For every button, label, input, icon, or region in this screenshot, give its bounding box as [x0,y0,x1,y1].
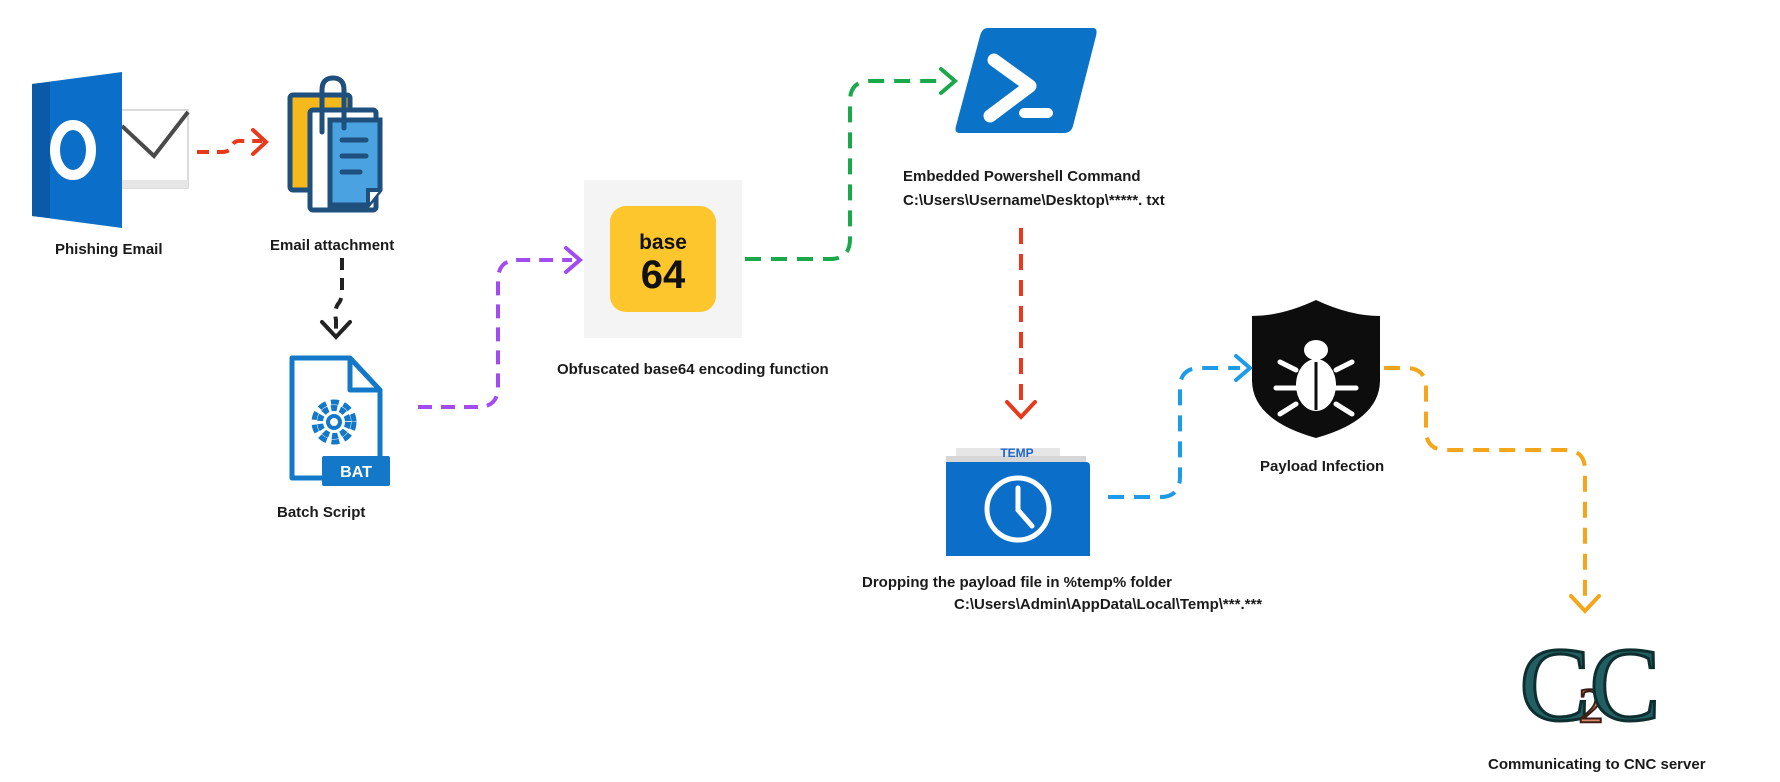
powershell-icon [955,28,1097,133]
label-batch-script: Batch Script [277,504,366,521]
label-payload-infection: Payload Infection [1260,458,1385,475]
paperclip-documents-icon [287,75,383,213]
arrow-temp-to-payload [1108,354,1254,499]
temp-folder-icon: TEMP [946,446,1090,556]
label-phishing-email: Phishing Email [55,241,163,258]
c2c-letter-3: C [1590,626,1661,743]
base64-icon: base 64 [584,180,742,338]
bug-shield-icon [1252,300,1380,438]
label-powershell-path: C:\Users\Username\Desktop\*****. txt [903,192,1165,209]
label-temp-path: C:\Users\Admin\AppData\Local\Temp\***.**… [954,596,1263,613]
c2c-logo-icon: C 2 C [1518,625,1662,745]
arrow-powershell-to-temp [1005,228,1037,420]
base64-line2: 64 [641,253,686,297]
arrow-attachment-to-batch [320,258,352,340]
c2c-letter-2: 2 [1579,677,1604,733]
label-base64: Obfuscated base64 encoding function [557,361,829,378]
c2c-letter-1: C [1520,626,1591,743]
bat-file-icon: BAT [289,355,390,486]
temp-tab-text: TEMP [1000,446,1033,460]
label-powershell: Embedded Powershell Command [903,168,1141,185]
base64-line1: base [639,231,687,254]
arrow-base64-to-powershell [745,67,959,261]
bat-badge-text: BAT [340,464,372,481]
outlook-mail-icon [32,72,190,228]
arrow-email-to-attachment [197,128,269,156]
label-temp-folder: Dropping the payload file in %temp% fold… [862,574,1173,591]
label-email-attachment: Email attachment [270,237,395,254]
arrow-batch-to-base64 [418,246,584,409]
arrow-payload-to-c2c [1384,366,1601,614]
label-c2c: Communicating to CNC server [1488,756,1706,773]
